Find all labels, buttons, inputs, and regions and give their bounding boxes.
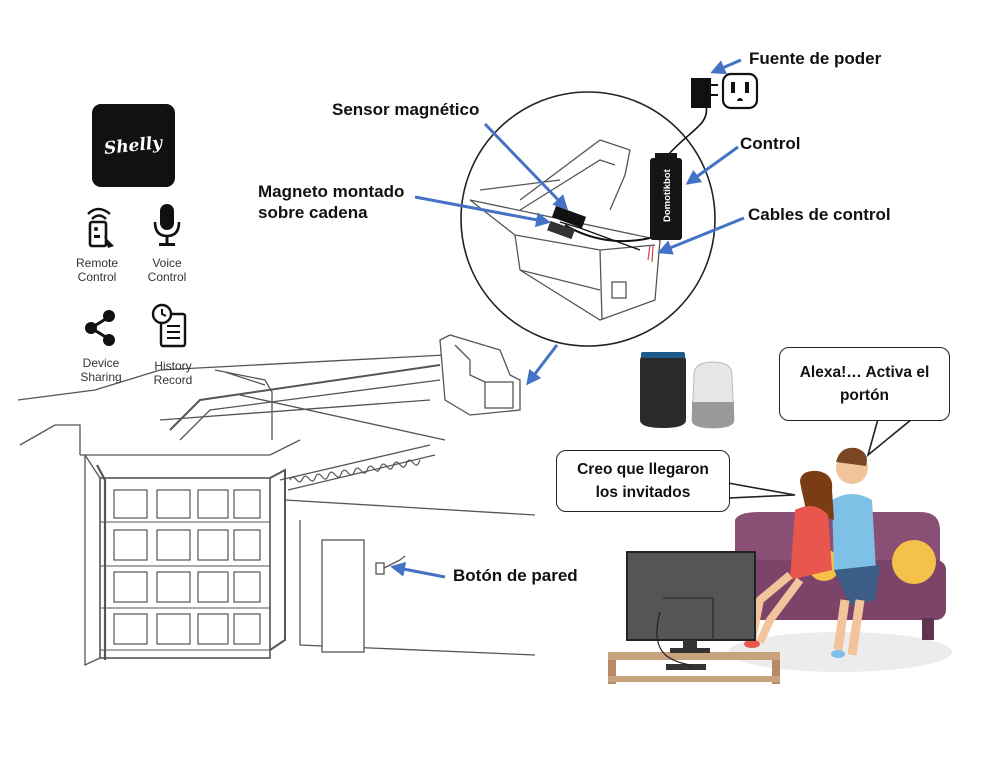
remote-label-line2: Control	[77, 270, 117, 284]
guests-line1: Creo que llegaron	[577, 461, 709, 478]
remote-label-line1: Remote	[75, 256, 119, 270]
feature-label-history-record: History Record	[138, 359, 208, 387]
feature-label-remote-control: Remote Control	[62, 256, 132, 284]
arrow-control	[685, 145, 739, 185]
label-power-source: Fuente de poder	[749, 49, 882, 68]
history-label-line1: History	[154, 359, 192, 373]
alexa-line1: Alexa!… Activa el	[799, 364, 930, 381]
history-record-icon	[151, 303, 187, 348]
history-label-line2: Record	[153, 373, 193, 387]
speech-bubble-alexa: Alexa!… Activa el portón	[779, 347, 950, 421]
voice-label-line2: Control	[147, 270, 187, 284]
bubble-tail-guests	[727, 482, 796, 499]
arrow-wall-button	[390, 561, 446, 579]
label-wall-button: Botón de pared	[453, 566, 578, 585]
shelly-app-logo: Shelly	[92, 104, 175, 187]
arrow-zoom-to-opener	[526, 344, 559, 386]
remote-control-icon	[87, 207, 114, 248]
share-icon	[85, 310, 115, 346]
sharing-label-line2: Sharing	[80, 370, 122, 384]
garage-illustration	[17, 334, 536, 667]
guests-line2: los invitados	[595, 484, 691, 501]
device-brand-label: Domotikbot	[662, 168, 673, 222]
arrow-power-source	[710, 58, 742, 75]
arrow-magnetic-sensor	[483, 122, 569, 211]
detail-zoom-circle: Domotikbot	[460, 72, 759, 347]
living-room-scene	[608, 447, 952, 684]
magnet-line1: Magneto montado	[258, 182, 405, 201]
shelly-logo-text: Shelly	[103, 132, 164, 159]
label-control: Control	[740, 134, 801, 153]
power-outlet-icon	[721, 72, 759, 110]
feature-label-device-sharing: Device Sharing	[66, 356, 136, 384]
voice-label-line1: Voice	[152, 256, 182, 270]
microphone-icon	[153, 204, 181, 246]
smart-speakers	[640, 352, 735, 429]
arrow-magnet	[414, 195, 551, 228]
sharing-label-line1: Device	[82, 356, 120, 370]
speech-bubble-guests: Creo que llegaron los invitados	[556, 450, 730, 512]
magnet-line2: sobre cadena	[258, 203, 368, 222]
bubble-tail-alexa	[866, 418, 915, 458]
feature-label-voice-control: Voice Control	[132, 256, 202, 284]
alexa-line2: portón	[839, 387, 890, 404]
label-magnet-on-chain: Magneto montado sobre cadena	[258, 181, 404, 223]
label-control-cables: Cables de control	[748, 205, 891, 224]
arrow-control-cables	[657, 216, 745, 255]
label-magnetic-sensor: Sensor magnético	[332, 100, 480, 119]
